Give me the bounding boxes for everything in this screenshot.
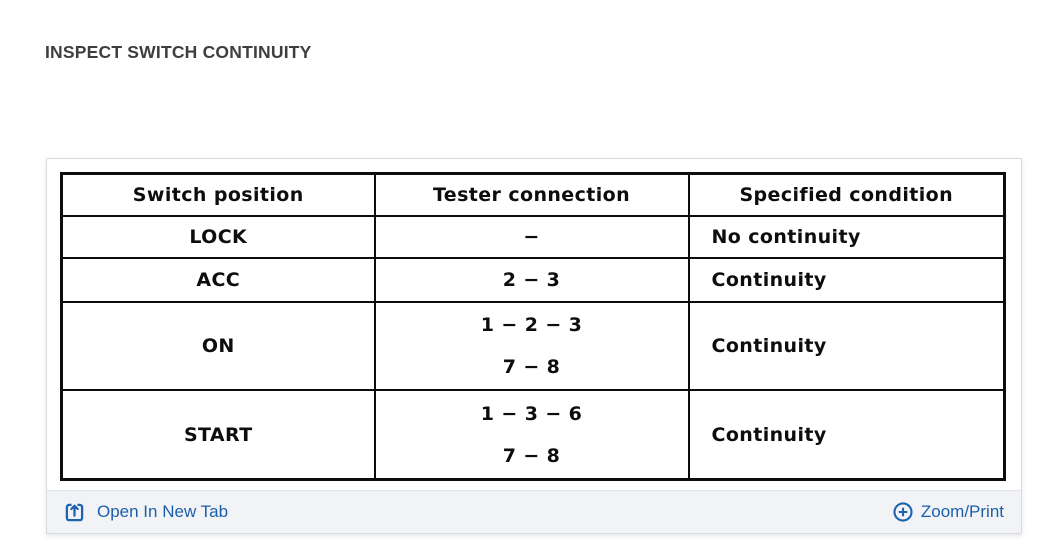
connection-line: 7 − 8	[502, 444, 561, 467]
table-header-row: Switch position Tester connection Specif…	[60, 172, 1006, 217]
zoom-plus-icon	[892, 501, 914, 523]
table-row: LOCK − No continuity	[60, 215, 1006, 259]
cell-specified-condition: Continuity	[687, 257, 1006, 303]
figure-panel: Switch position Tester connection Specif…	[46, 158, 1022, 534]
cell-tester-connection: 1 − 2 − 3 7 − 8	[373, 301, 690, 391]
cell-specified-condition: Continuity	[687, 389, 1006, 481]
cell-tester-connection: −	[373, 215, 690, 259]
cell-specified-condition: Continuity	[687, 301, 1006, 391]
table-row: ON 1 − 2 − 3 7 − 8 Continuity	[60, 301, 1006, 391]
cell-switch-position: ACC	[60, 257, 376, 303]
cell-specified-condition: No continuity	[687, 215, 1006, 259]
continuity-table: Switch position Tester connection Specif…	[60, 172, 1006, 481]
page-title: INSPECT SWITCH CONTINUITY	[45, 42, 312, 62]
open-in-new-tab-icon	[64, 502, 85, 523]
cell-tester-connection: 1 − 3 − 6 7 − 8	[373, 389, 690, 481]
column-header-switch-position: Switch position	[60, 172, 376, 217]
table-row: ACC 2 − 3 Continuity	[60, 257, 1006, 303]
connection-line: 1 − 3 − 6	[480, 402, 583, 425]
column-header-tester-connection: Tester connection	[373, 172, 690, 217]
column-header-specified-condition: Specified condition	[687, 172, 1006, 217]
zoom-print-link[interactable]: Zoom/Print	[892, 501, 1004, 523]
open-in-new-tab-link[interactable]: Open In New Tab	[64, 502, 228, 523]
connection-line: 7 − 8	[502, 356, 561, 378]
cell-switch-position: ON	[60, 301, 376, 391]
figure-toolbar: Open In New Tab Zoom/Print	[47, 490, 1021, 533]
cell-switch-position: START	[60, 389, 376, 481]
cell-switch-position: LOCK	[60, 215, 376, 259]
connection-line: 1 − 2 − 3	[480, 314, 583, 336]
table-row: START 1 − 3 − 6 7 − 8 Continuity	[60, 389, 1006, 481]
zoom-print-label: Zoom/Print	[920, 502, 1004, 521]
open-in-new-tab-label: Open In New Tab	[97, 502, 229, 521]
cell-tester-connection: 2 − 3	[373, 257, 690, 303]
